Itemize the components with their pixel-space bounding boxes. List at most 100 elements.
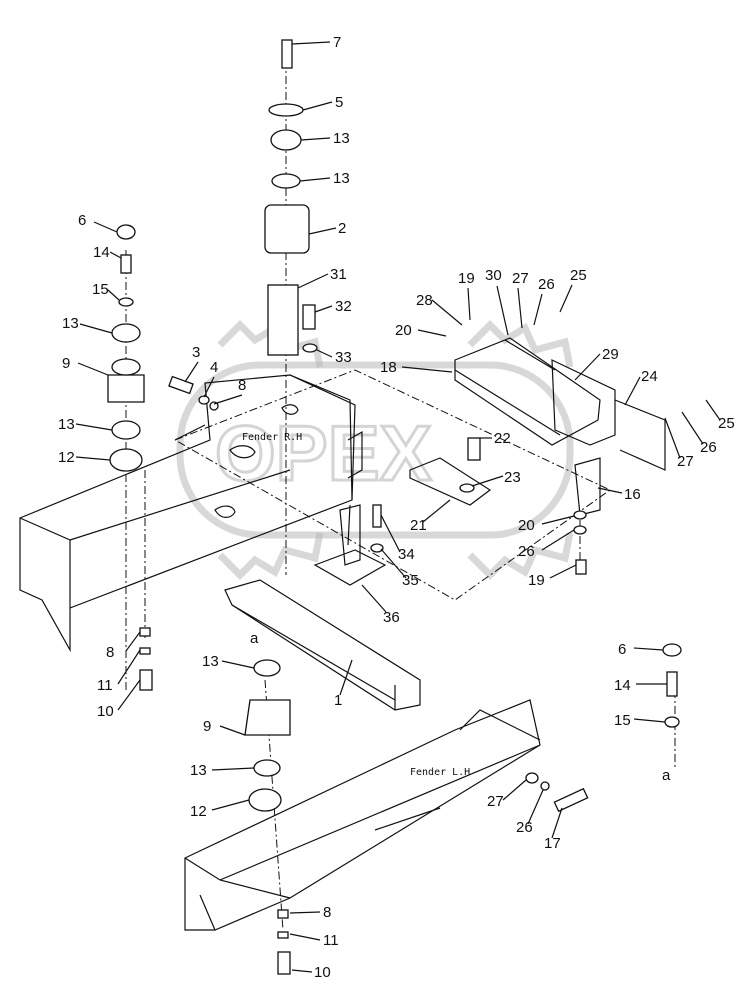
callout-number: 23	[504, 469, 521, 486]
callout-leader	[597, 487, 623, 494]
callout-leader	[291, 969, 313, 973]
callout-number: 12	[190, 803, 207, 820]
callout-number: 13	[333, 130, 350, 147]
callout-leader	[221, 660, 255, 669]
callout-leader	[184, 361, 199, 383]
callout-leader	[380, 514, 401, 553]
callout-number: 8	[238, 377, 246, 394]
ref-a-right: a	[662, 767, 671, 784]
mount-stack-left	[107, 224, 153, 691]
callout-number: 28	[416, 292, 433, 309]
callout-leader	[533, 293, 543, 326]
callout-leader	[624, 376, 641, 406]
callout-number: 33	[335, 349, 352, 366]
callout-leader	[549, 564, 577, 579]
callout-number: 11	[97, 677, 113, 694]
callout-leader	[681, 411, 704, 445]
callout-number: 10	[97, 703, 114, 720]
fender-lh-panel: Fender L.H	[184, 699, 541, 931]
opex-watermark: OPEX	[176, 320, 574, 580]
callout-number: 13	[190, 762, 207, 779]
callout-number: 1	[334, 692, 342, 709]
callout-number: 14	[93, 244, 110, 261]
callout-leader	[559, 284, 573, 313]
callout-number: 30	[485, 267, 502, 284]
callout-number: 6	[78, 212, 86, 229]
callout-leader	[299, 177, 331, 182]
cushion-13a	[270, 129, 302, 151]
right-side-parts	[168, 375, 682, 813]
callout-leader	[541, 529, 575, 551]
callout-leader	[211, 799, 250, 811]
callout-leader	[117, 679, 141, 711]
callout-leader	[401, 366, 453, 373]
callout-number: 25	[718, 415, 735, 432]
callout-number: 7	[333, 34, 341, 51]
callout-leader	[314, 305, 333, 313]
callout-number: 19	[458, 270, 475, 287]
callout-number: 29	[602, 346, 619, 363]
bolt-32	[302, 304, 316, 330]
callout-leader	[289, 911, 321, 914]
callout-number: 20	[395, 322, 412, 339]
callout-leader	[417, 329, 447, 337]
callout-leader	[107, 289, 120, 301]
fender-lh-label: Fender L.H	[410, 767, 470, 778]
callout-leader	[79, 323, 113, 334]
callout-leader	[291, 41, 331, 45]
callout-leader	[125, 631, 141, 652]
callout-leader	[380, 548, 407, 579]
callout-leader	[117, 649, 141, 685]
washer-5	[268, 103, 304, 117]
callout-leader	[219, 725, 246, 736]
callout-number: 12	[58, 449, 75, 466]
bolt-7	[281, 39, 293, 69]
fender-rh-label: Fender R.H	[242, 432, 302, 443]
callout-number: 9	[62, 355, 70, 372]
support-frame	[174, 337, 666, 601]
callout-leader	[664, 417, 681, 459]
callout-number: 9	[203, 718, 211, 735]
callout-leader	[339, 659, 353, 696]
callout-number: 10	[314, 964, 331, 981]
callout-number: 6	[618, 641, 626, 658]
callout-leader	[213, 394, 243, 405]
callout-number: 13	[62, 315, 79, 332]
callout-number: 24	[641, 368, 658, 385]
ref-a-left: a	[250, 630, 259, 647]
callout-number: 2	[338, 220, 346, 237]
callout-leader	[75, 456, 111, 461]
callout-number: 35	[402, 572, 419, 589]
callout-number: 19	[528, 572, 545, 589]
callout-number: 26	[516, 819, 533, 836]
callout-leader	[93, 221, 118, 233]
callout-number: 11	[323, 932, 339, 949]
callout-leader	[574, 353, 601, 381]
callout-leader	[316, 349, 333, 358]
washer-33	[302, 343, 318, 353]
callout-number: 26	[700, 439, 717, 456]
callout-leader	[496, 285, 509, 336]
callout-leader	[297, 273, 329, 289]
callout-leader	[422, 499, 451, 523]
callout-leader	[300, 137, 331, 141]
callout-number: 4	[210, 359, 218, 376]
callout-number: 32	[335, 298, 352, 315]
callout-leader	[431, 299, 463, 326]
callout-leader	[467, 287, 471, 321]
callout-leader	[361, 584, 387, 613]
callout-number: 36	[383, 609, 400, 626]
callout-number: 13	[58, 416, 75, 433]
callout-leader	[289, 933, 321, 941]
callout-number: 34	[398, 546, 415, 563]
callout-number: 22	[494, 430, 511, 447]
callout-number: 16	[624, 486, 641, 503]
callout-number: 8	[323, 904, 331, 921]
callout-number: 26	[518, 543, 535, 560]
callout-leader	[705, 399, 721, 421]
callout-number: 20	[518, 517, 535, 534]
beam-1	[224, 579, 421, 711]
callout-number: 15	[92, 281, 109, 298]
callout-number: 21	[410, 517, 427, 534]
